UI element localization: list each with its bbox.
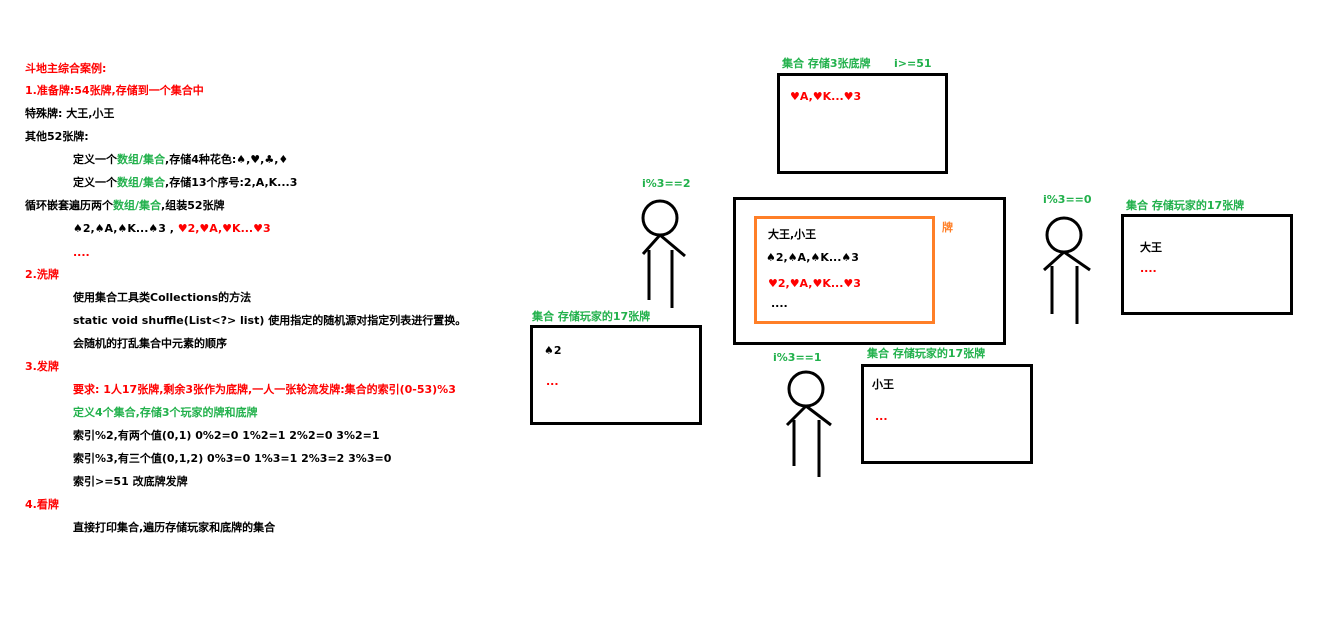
player-figure-right [1042, 216, 1091, 324]
define-suits-line: 定义一个数组/集合,存储4种花色:♠,♥,♣,♦ [73, 153, 288, 167]
left-player-set-label: 集合 存储玩家的17张牌 [532, 310, 651, 323]
loop-a: 循环嵌套遍历两个 [25, 199, 113, 212]
bottom-cards-box: ♥A,♥K...♥3 [777, 73, 948, 174]
right-player-box: 大王 .... [1121, 214, 1293, 315]
right-player-dots: .... [1140, 262, 1157, 275]
shuffle-line-3: 会随机的打乱集合中元素的顺序 [73, 337, 227, 350]
section-1-heading: 1.准备牌:54张牌,存储到一个集合中 [25, 84, 204, 98]
other-cards-line: 其他52张牌: [25, 130, 89, 143]
bottom-set-condition: i>=51 [894, 57, 932, 70]
right-player-set-label: 集合 存储玩家的17张牌 [1126, 199, 1245, 212]
deck-line-hearts: ♥2,♥A,♥K...♥3 [768, 277, 861, 290]
loop-line: 循环嵌套遍历两个数组/集合,组装52张牌 [25, 199, 225, 213]
deal-line-4: 索引%3,有三个值(0,1,2) 0%3=0 1%3=1 2%3=2 3%3=0 [73, 452, 392, 465]
section-1-heading-text: 1.准备牌:54张牌,存储到一个集合中 [25, 84, 204, 97]
cards-example-line: ♠2,♠A,♠K...♠3 , ♥2,♥A,♥K...♥3 [73, 222, 271, 235]
define-ranks-c: ,存储13个序号:2,A,K...3 [165, 176, 298, 189]
special-cards-line: 特殊牌: 大王,小王 [25, 107, 115, 120]
left-player-condition: i%3==2 [642, 177, 691, 190]
title: 斗地主综合案例: [25, 62, 107, 75]
middle-player-box: 小王 ... [861, 364, 1033, 464]
suits-list: ♠,♥,♣,♦ [236, 153, 289, 166]
left-player-box: ♠2 ... [530, 325, 702, 425]
bottom-cards-text: ♥A,♥K...♥3 [790, 90, 862, 103]
define-ranks-b: 数组/集合 [117, 176, 166, 189]
cards-black: ♠2,♠A,♠K...♠3 [73, 222, 166, 235]
section-2-heading: 2.洗牌 [25, 268, 59, 281]
right-player-condition: i%3==0 [1043, 193, 1092, 206]
section-4-heading: 4.看牌 [25, 498, 59, 511]
deck-line-spades: ♠2,♠A,♠K...♠3 [766, 251, 859, 264]
shuffle-line-1: 使用集合工具类Collections的方法 [73, 291, 252, 304]
loop-c: ,组装52张牌 [161, 199, 225, 212]
right-player-card: 大王 [1140, 241, 1162, 254]
bottom-set-label: 集合 存储3张底牌 [782, 57, 871, 70]
shuffle-line-2: static void shuffle(List<?> list) 使用指定的随… [73, 314, 467, 327]
deck-outer-box [733, 197, 1006, 345]
middle-player-set-label: 集合 存储玩家的17张牌 [867, 347, 986, 360]
deck-label: 牌 [942, 221, 953, 234]
middle-player-condition: i%3==1 [773, 351, 822, 364]
cards-red: ♥2,♥A,♥K...♥3 [177, 222, 271, 235]
deck-inner-box: 大王,小王 ♠2,♠A,♠K...♠3 ♥2,♥A,♥K...♥3 .... [754, 216, 935, 324]
deal-line-5: 索引>=51 改底牌发牌 [73, 475, 188, 488]
player-figure-left [641, 199, 686, 308]
section-3-heading: 3.发牌 [25, 360, 59, 373]
left-player-card: ♠2 [544, 344, 562, 357]
cards-dots: .... [73, 246, 90, 259]
deal-line-3: 索引%2,有两个值(0,1) 0%2=0 1%2=1 2%2=0 3%2=1 [73, 429, 380, 442]
player-figure-middle [785, 370, 832, 477]
define-suits-c: ,存储4种花色: [165, 153, 237, 166]
deck-dots: .... [771, 297, 788, 310]
define-ranks-line: 定义一个数组/集合,存储13个序号:2,A,K...3 [73, 176, 297, 190]
deal-line-2: 定义4个集合,存储3个玩家的牌和底牌 [73, 406, 258, 419]
deal-line-1: 要求: 1人17张牌,剩余3张作为底牌,一人一张轮流发牌:集合的索引(0-53)… [73, 383, 456, 396]
deck-line-jokers: 大王,小王 [768, 228, 817, 241]
left-player-dots: ... [546, 375, 559, 388]
middle-player-card: 小王 [872, 378, 894, 391]
loop-b: 数组/集合 [113, 199, 162, 212]
view-line-1: 直接打印集合,遍历存储玩家和底牌的集合 [73, 521, 276, 534]
define-suits-a: 定义一个 [73, 153, 117, 166]
define-suits-b: 数组/集合 [117, 153, 166, 166]
middle-player-dots: ... [875, 410, 888, 423]
define-ranks-a: 定义一个 [73, 176, 117, 189]
